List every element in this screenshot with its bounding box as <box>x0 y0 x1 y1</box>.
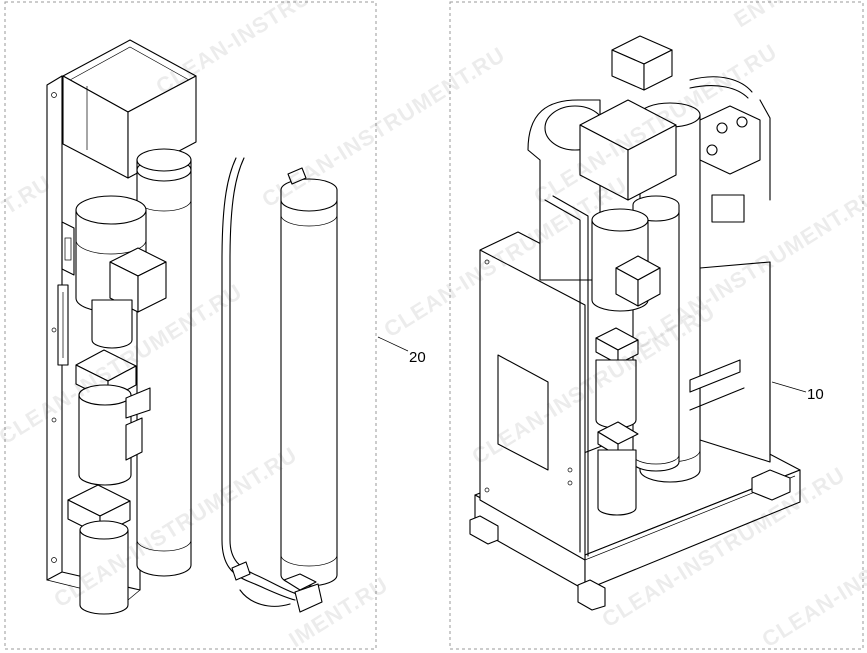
top-valve-cluster <box>611 35 771 223</box>
front-frame-rails <box>544 195 745 557</box>
hose <box>221 157 298 607</box>
callout-20-label: 20 <box>409 349 426 366</box>
membrane-vessel <box>280 167 338 613</box>
left-panel-frame <box>4 1 377 650</box>
flow-meter <box>57 284 69 366</box>
cabinet-side-panel <box>479 231 586 561</box>
lower-filter-housing <box>79 520 129 615</box>
base-frame <box>469 411 801 611</box>
front-control-box <box>579 99 677 201</box>
middle-filter-housing <box>78 384 151 486</box>
watermark-text: CLEAN-INSTRUMENT.RU <box>257 42 509 213</box>
watermark-text: CLEAN-INSTRU <box>757 537 867 652</box>
watermark-text: ENT.RU <box>729 0 815 32</box>
front-filter-housings <box>595 359 639 516</box>
assembly-10-drawing: 10 <box>469 35 824 611</box>
front-pump-motor <box>591 208 661 312</box>
pump-motor <box>75 195 167 349</box>
callout-10-label: 10 <box>807 386 824 403</box>
callout-10-leader <box>771 381 807 393</box>
watermark-text: CLEAN-INSTRU <box>151 0 314 99</box>
right-panel-frame <box>449 1 864 650</box>
assembly-20-drawing: 20 <box>46 39 426 615</box>
callout-20-leader <box>377 336 409 352</box>
